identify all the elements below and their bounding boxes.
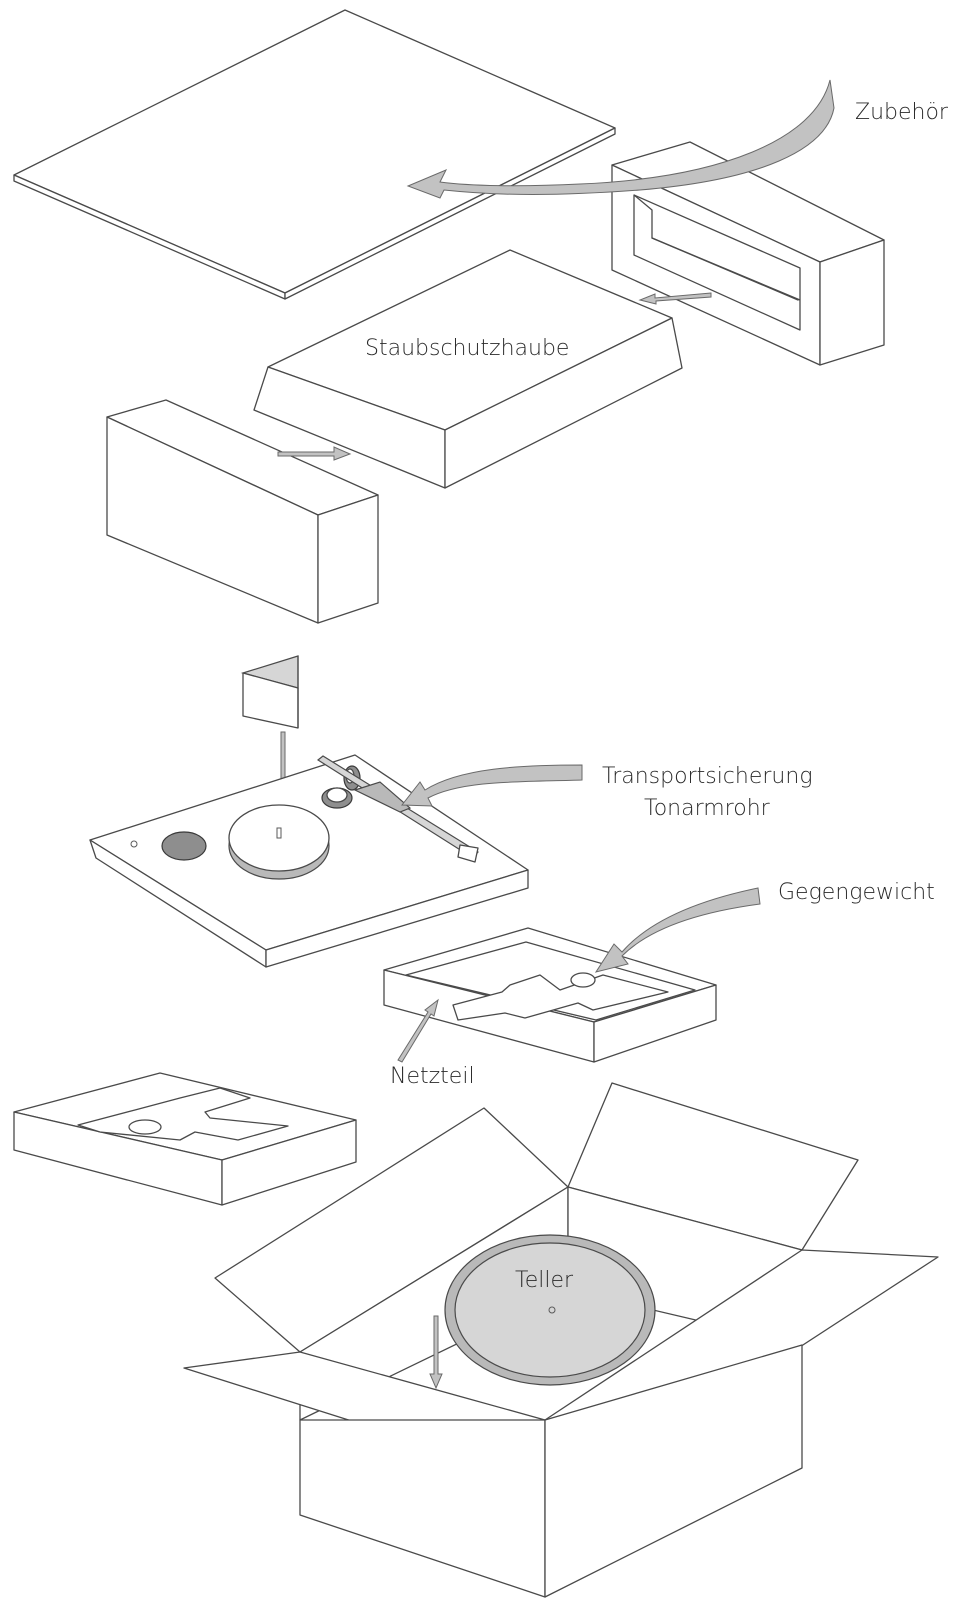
top-cover-board [13,9,616,300]
label-tonearm-lock-line2: Tonarmrohr [644,796,771,821]
label-tonearm-lock-line1: Transportsicherung [602,764,813,789]
straight-arrow-icon [277,446,352,461]
counterweight-foam-tray [383,927,717,1063]
label-accessories: Zubehör [855,100,949,125]
straight-arrow-icon [397,998,439,1063]
cardboard-box [183,1082,939,1598]
label-platter: Teller [515,1268,574,1293]
curved-arrow-icon [406,79,835,199]
curved-arrow-icon [594,887,761,973]
straight-arrow-icon [429,1315,443,1390]
left-foam-block [106,399,379,624]
instruction-card [240,655,299,729]
dust-cover-box [253,249,683,489]
platter-foam-tray [13,1072,357,1206]
label-power-supply: Netzteil [390,1064,475,1089]
curved-arrow-icon [400,764,583,807]
accessories-foam-block [611,141,885,366]
straight-arrow-icon [638,292,712,305]
label-counterweight: Gegengewicht [778,880,935,905]
label-dust-cover: Staubschutzhaube [365,336,569,361]
